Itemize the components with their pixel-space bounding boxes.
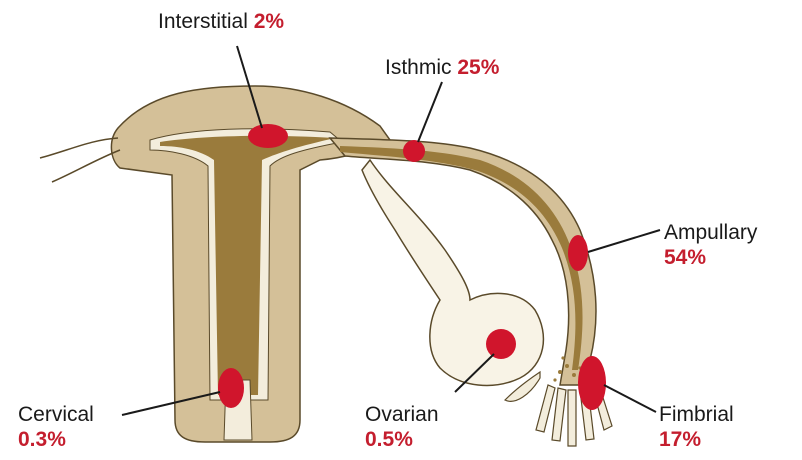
interstitial-pct: 2%	[254, 10, 284, 33]
ovarian-name: Ovarian	[365, 402, 439, 427]
site-cervical	[218, 368, 244, 408]
ampullary-name: Ampullary	[664, 220, 757, 245]
label-cervical: Cervical 0.3%	[18, 402, 94, 452]
interstitial-name: Interstitial	[158, 10, 248, 33]
label-ampullary: Ampullary 54%	[664, 220, 757, 270]
fimbrial-name: Fimbrial	[659, 402, 734, 427]
label-fimbrial: Fimbrial 17%	[659, 402, 734, 452]
label-ovarian: Ovarian 0.5%	[365, 402, 439, 452]
site-ovarian	[486, 329, 516, 359]
site-isthmic	[403, 140, 425, 162]
ovarian-pct: 0.5%	[365, 427, 439, 452]
site-ampullary	[568, 235, 588, 271]
cervical-pct: 0.3%	[18, 427, 94, 452]
ampullary-pct: 54%	[664, 245, 757, 270]
site-interstitial	[248, 124, 288, 148]
isthmic-pct: 25%	[457, 56, 499, 79]
ligament-left	[40, 138, 120, 182]
fimbrial-pct: 17%	[659, 427, 734, 452]
label-isthmic: Isthmic 25%	[385, 57, 499, 78]
cervical-name: Cervical	[18, 402, 94, 427]
label-interstitial: Interstitial 2%	[158, 11, 284, 32]
isthmic-name: Isthmic	[385, 56, 452, 79]
site-fimbrial	[578, 356, 606, 410]
